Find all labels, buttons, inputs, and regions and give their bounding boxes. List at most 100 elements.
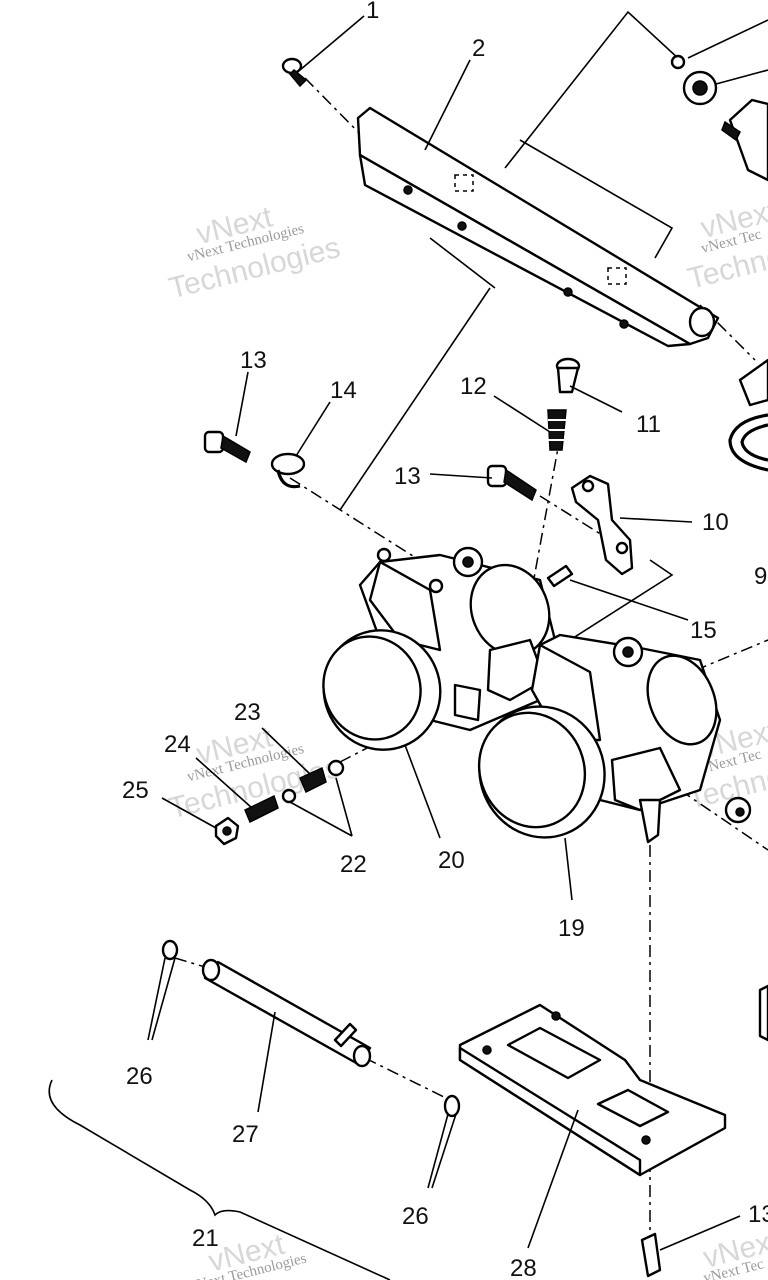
callout-label: 11	[636, 411, 661, 438]
mount-hole	[376, 547, 392, 563]
leader-line	[427, 1113, 449, 1189]
rail-hole	[619, 319, 629, 329]
callout-label: 22	[340, 851, 367, 878]
leader-line	[715, 69, 768, 85]
pin-part-15	[546, 564, 574, 588]
screw-part-1	[281, 57, 308, 88]
injector-body	[728, 98, 768, 182]
nipple-fitting-part-13	[640, 1232, 662, 1278]
callout-label: 25	[122, 777, 149, 804]
leader-line	[195, 757, 253, 809]
plate-hole	[482, 1045, 492, 1055]
leader-line	[659, 1215, 741, 1251]
callout-leaders	[147, 15, 693, 1249]
throttle-bore-rear	[646, 654, 718, 746]
partial-part	[758, 984, 768, 1042]
bolt-part-13a	[203, 430, 251, 464]
leader-line	[261, 727, 311, 775]
leader-bracket	[569, 559, 674, 641]
bolt-thread	[503, 468, 537, 502]
callout-label: 23	[234, 699, 261, 726]
gasket-plate-part-28	[458, 1003, 727, 1177]
leader-line	[527, 1109, 579, 1249]
plate-port	[506, 1026, 602, 1080]
rail-hole	[563, 287, 573, 297]
vacuum-nipple	[638, 798, 662, 844]
watermark-group-2: vNext vNext Tec Technolo	[684, 194, 768, 295]
throttle-bore-inner	[477, 711, 587, 829]
callout-label: 24	[164, 731, 191, 758]
callout-label: 14	[330, 377, 357, 404]
shaft-collar	[333, 1022, 358, 1048]
regulator-fitting	[738, 358, 768, 407]
leader-line	[569, 385, 623, 413]
plate-outline	[458, 1003, 727, 1177]
screw-head	[281, 57, 303, 75]
leader-line	[235, 371, 249, 437]
throttle-stop	[453, 683, 482, 722]
leader-line	[429, 473, 493, 479]
assembly-brace-part-21	[48, 1079, 391, 1280]
shaft-assembly	[161, 939, 461, 1118]
throttle-linkage-pivot	[462, 556, 474, 568]
sync-linkage	[486, 638, 547, 702]
callout-label: 12	[460, 373, 487, 400]
washer-hole	[735, 807, 745, 817]
o-ring	[670, 54, 686, 70]
fuel-line	[728, 413, 768, 472]
shaft-end	[201, 958, 221, 982]
leader-line	[619, 517, 693, 523]
bolt-thread	[220, 434, 251, 464]
screw-part-24	[244, 794, 279, 824]
leader-line	[431, 1113, 457, 1189]
bolt-head	[203, 430, 225, 454]
leader-line	[295, 401, 331, 457]
e-clip-part-26	[443, 1094, 461, 1118]
bracket-part-10	[570, 474, 634, 576]
injector-tip	[721, 120, 741, 142]
clip-part-14	[270, 452, 306, 489]
callout-label: 26	[402, 1203, 429, 1230]
watermark-group-1: vNext vNext Technologies Technologies	[166, 200, 344, 305]
fuel-rail-end	[688, 306, 716, 338]
screw-body	[556, 366, 580, 394]
spring-part-12	[547, 409, 567, 451]
bracket-plate	[570, 474, 634, 576]
alignment-line	[539, 495, 611, 541]
fuel-rail-part-2	[356, 106, 720, 348]
callout-label: 28	[510, 1255, 537, 1280]
fuel-rail-top	[356, 106, 720, 346]
callout-label: 13	[748, 1201, 768, 1228]
o-ring-part-22	[327, 759, 345, 777]
callout-label: 20	[438, 847, 465, 874]
callout-label: 13	[394, 463, 421, 490]
rail-hidden-port	[607, 267, 627, 285]
callout-label: 1	[366, 0, 379, 24]
plate-edge	[458, 1046, 642, 1177]
callout-label: 10	[702, 509, 729, 536]
fuel-line-inner	[740, 423, 768, 462]
leader-bracket	[504, 10, 681, 169]
leader-line	[147, 957, 166, 1041]
clip-tail	[276, 469, 301, 489]
callout-labels: 1 2 9 10 11 12 13 13 13 14 15 19 20 21 2…	[122, 0, 768, 1280]
plate-hole	[641, 1135, 651, 1145]
leader-line	[299, 15, 365, 71]
fuel-injector-partial	[670, 19, 768, 472]
bolt-part-13b	[486, 464, 537, 502]
leader-line	[687, 19, 768, 59]
callout-label: 2	[472, 35, 485, 62]
screw-shank	[288, 68, 308, 88]
rail-hole	[457, 221, 467, 231]
clip-ring	[270, 452, 306, 476]
callout-label: 9	[754, 563, 767, 590]
leader-line	[424, 59, 471, 151]
leader-line	[335, 777, 353, 837]
callout-label: 21	[192, 1225, 219, 1252]
adjuster-stack	[214, 759, 345, 846]
nut-bore	[222, 826, 232, 836]
callout-label: 19	[558, 915, 585, 942]
plate-hole	[551, 1011, 561, 1021]
